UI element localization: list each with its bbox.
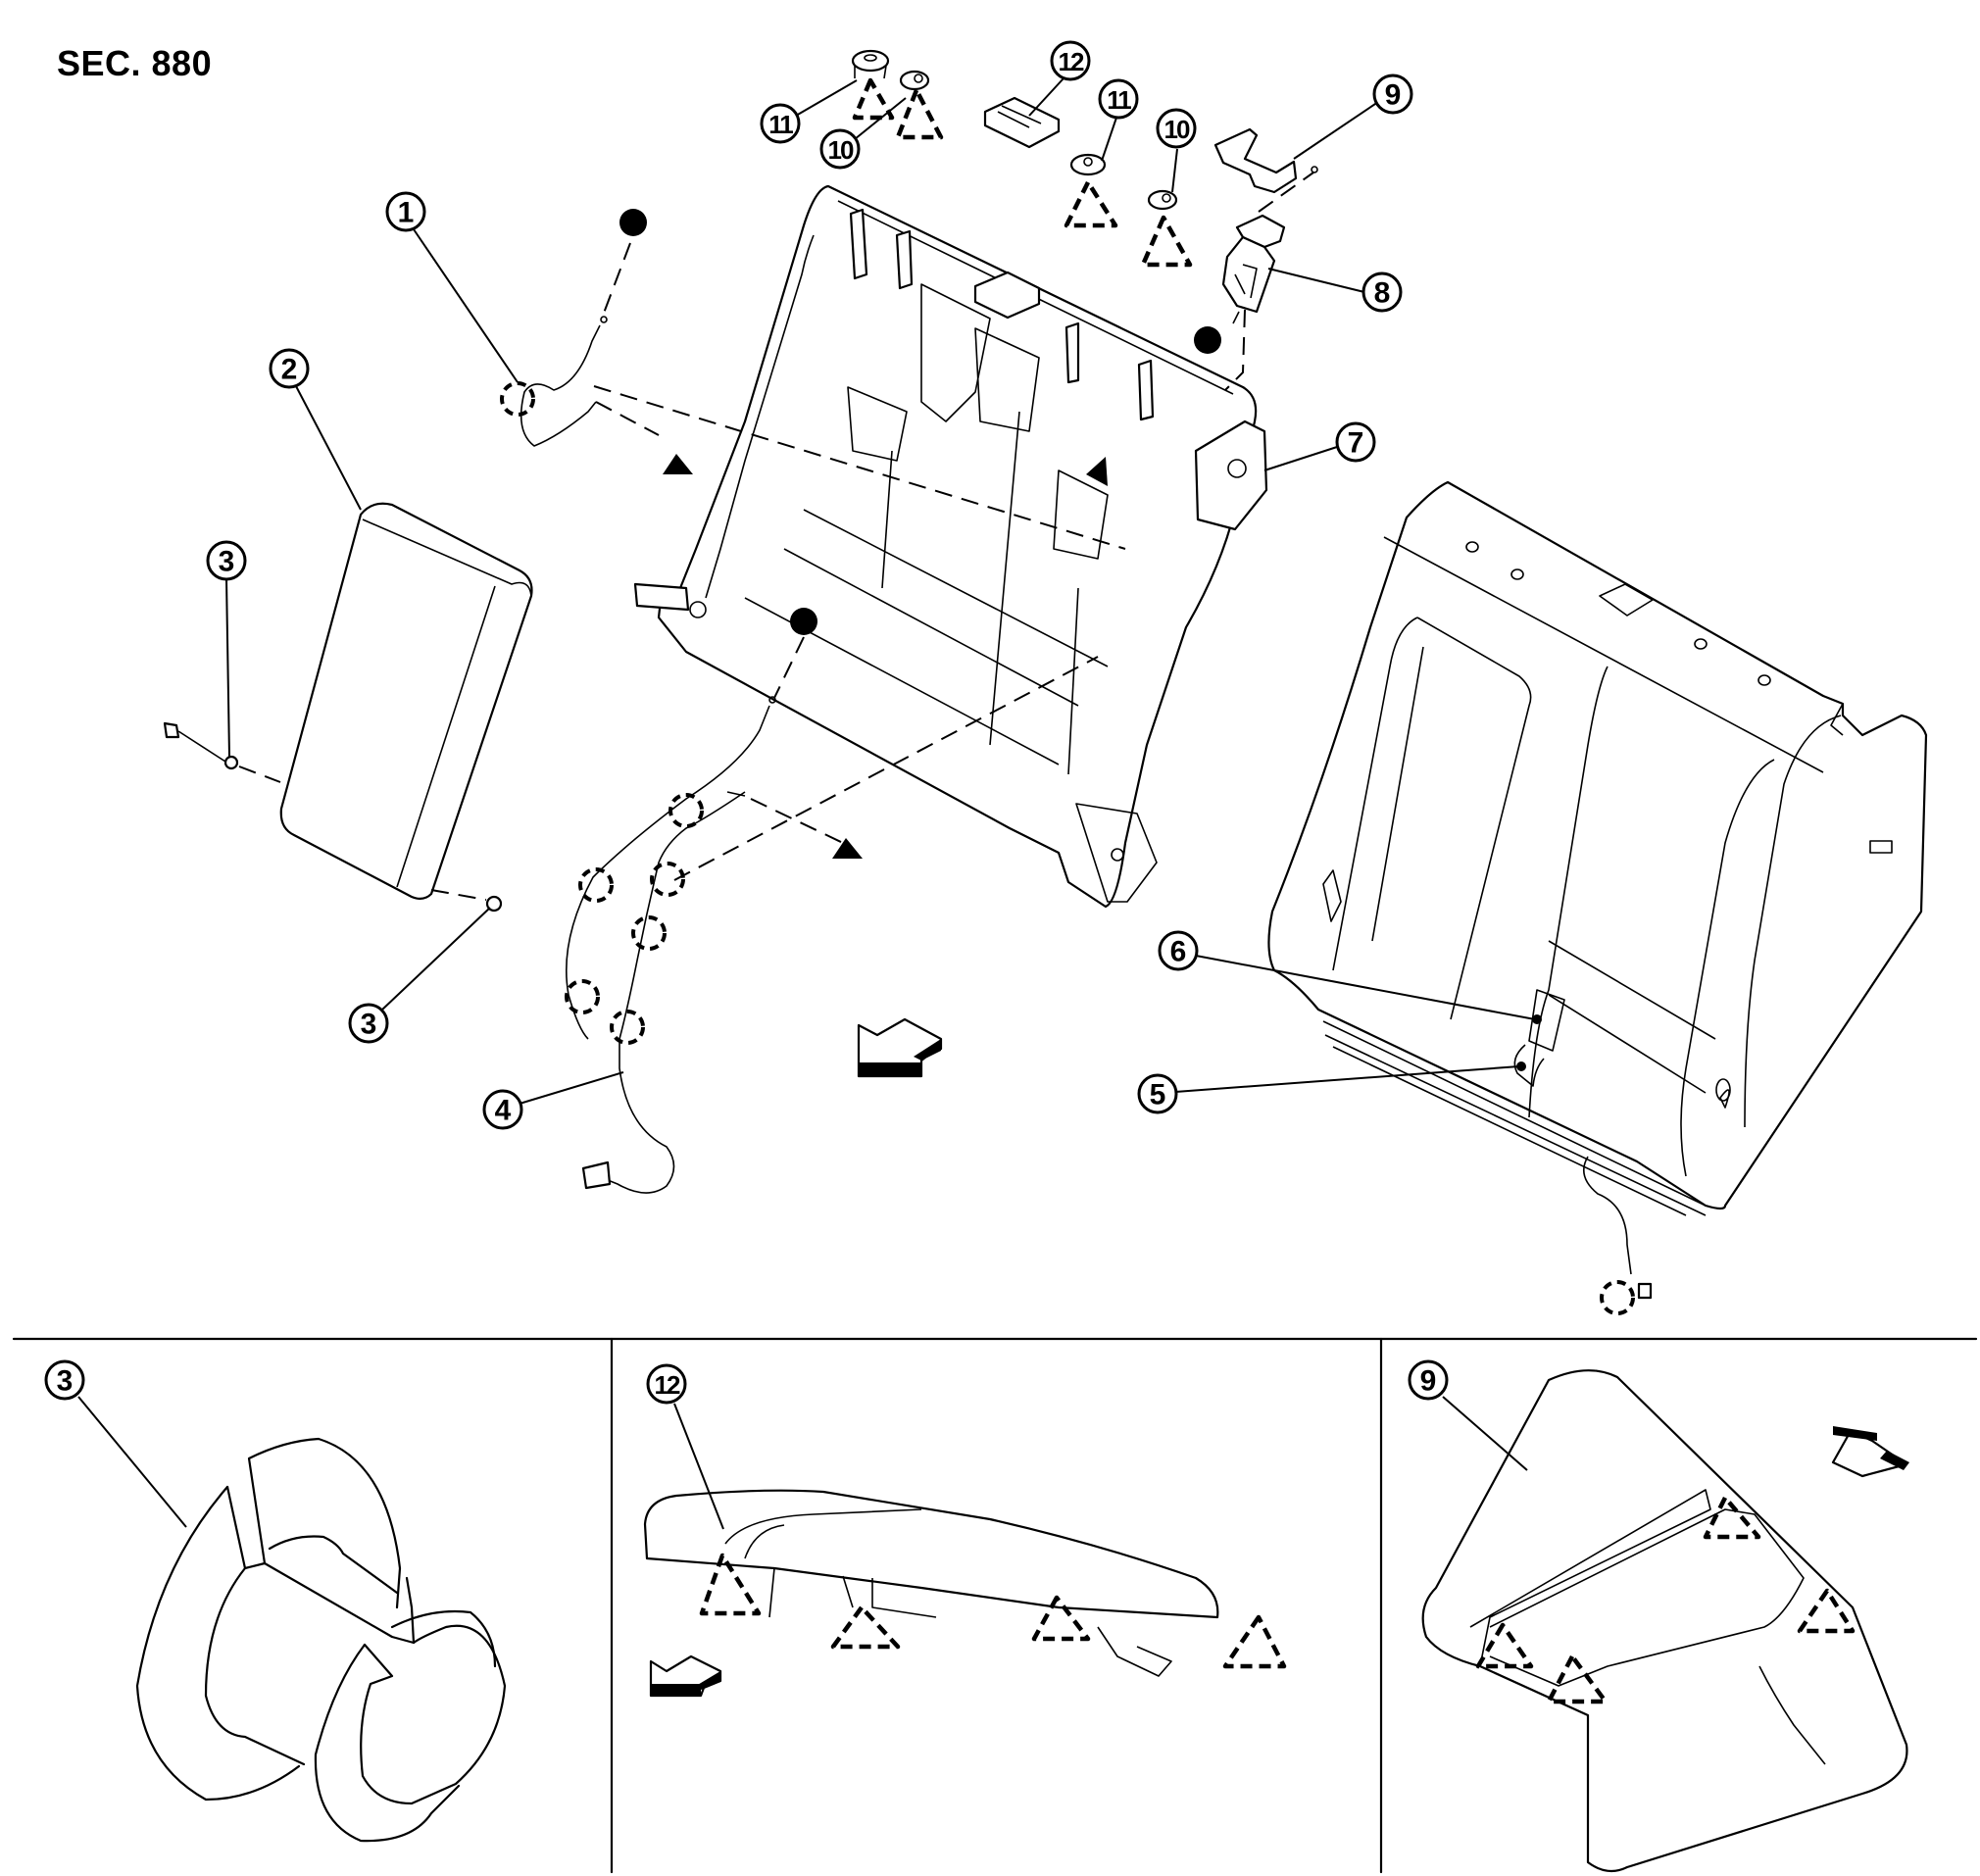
clip-mark-icon: [578, 867, 614, 903]
panel-dividers: [12, 1337, 1978, 1874]
clip-10-left: [895, 70, 944, 140]
pawl-mark-icon: [1546, 1654, 1609, 1704]
holder-12-top: [983, 96, 1061, 149]
connection-mark-icon: [832, 838, 863, 859]
seatback-lock-8: [1221, 166, 1318, 391]
callout-3-lower: 3: [348, 1003, 389, 1044]
callout-detail-3: 3: [44, 1359, 85, 1401]
callout-5: 5: [1137, 1073, 1178, 1114]
finisher-9-top: [1213, 127, 1298, 194]
callout-label: 11: [768, 110, 793, 139]
harness-4: [565, 636, 1099, 1194]
clip-10-right: [1140, 189, 1193, 268]
callout-label: 7: [1348, 427, 1364, 460]
grommet-3-upper: [163, 721, 281, 783]
seatback-pad: [1267, 480, 1928, 1315]
clip-11-right: [1064, 153, 1118, 228]
lock-release-cable-1: [500, 242, 1126, 550]
bolt-mark-icon: [790, 608, 817, 635]
detail-grommet-3: [135, 1437, 507, 1843]
pawl-mark-icon: [1703, 1495, 1761, 1540]
callout-label: 3: [57, 1365, 74, 1398]
pawl-mark-icon: [699, 1553, 762, 1616]
callout-11-right: 11: [1098, 78, 1139, 120]
grommet-3-lower: [430, 889, 503, 913]
clip-mark-icon: [500, 381, 535, 417]
callout-8: 8: [1361, 272, 1403, 313]
connection-mark-icon: [663, 454, 693, 474]
callout-label: 9: [1385, 79, 1402, 112]
pawl-mark-icon: [1140, 215, 1193, 268]
callout-label: 3: [219, 546, 235, 578]
section-title: SEC. 880: [57, 43, 213, 83]
connection-mark-icon: [1086, 457, 1108, 486]
callout-label: 1: [398, 197, 415, 229]
callout-10-right: 10: [1156, 108, 1197, 149]
detail-finisher-9: [1421, 1369, 1909, 1873]
front-direction-arrow-icon: [649, 1654, 722, 1698]
pawl-mark-icon: [852, 77, 895, 121]
pawl-mark-icon: [895, 87, 944, 140]
callout-12-top: 12: [1050, 40, 1091, 81]
callout-7: 7: [1335, 421, 1376, 463]
callout-2: 2: [269, 348, 310, 389]
callout-label: 10: [1164, 115, 1190, 144]
callout-1: 1: [385, 191, 426, 232]
bolt-mark-icon: [619, 209, 647, 236]
callout-10-left: 10: [819, 128, 861, 170]
pawl-mark-icon: [1475, 1622, 1534, 1669]
callout-3-upper: 3: [206, 540, 247, 581]
callout-label: 6: [1170, 936, 1187, 968]
callout-9-top: 9: [1372, 74, 1413, 115]
leader-lines: [77, 77, 1536, 1530]
callout-11-left: 11: [760, 103, 801, 144]
pawl-mark-icon: [1031, 1595, 1091, 1642]
detail-holder-12: [643, 1489, 1287, 1698]
callout-label: 8: [1374, 277, 1391, 310]
callout-label: 9: [1420, 1365, 1437, 1398]
callout-label: 12: [1059, 47, 1084, 76]
bolt-mark-icon: [1194, 326, 1221, 354]
pawl-mark-icon: [1797, 1588, 1856, 1634]
callout-detail-12: 12: [646, 1363, 687, 1405]
front-direction-arrow-icon: [1831, 1426, 1909, 1478]
front-direction-arrow-icon: [857, 1017, 943, 1078]
callout-label: 5: [1150, 1079, 1166, 1111]
callout-6: 6: [1158, 930, 1199, 971]
seatback-frame-7: [633, 184, 1268, 909]
callout-label: 11: [1107, 85, 1131, 115]
callout-label: 2: [281, 354, 298, 386]
pawl-mark-icon: [1222, 1614, 1287, 1669]
seatback-board-2: [279, 502, 533, 901]
pawl-mark-icon: [830, 1604, 901, 1650]
callout-4: 4: [482, 1089, 523, 1130]
callout-detail-9: 9: [1408, 1359, 1449, 1401]
clip-11-left: [851, 49, 895, 121]
clip-mark-icon: [565, 979, 600, 1014]
clip-mark-icon: [650, 862, 685, 897]
callout-label: 10: [828, 135, 854, 165]
callout-label: 12: [655, 1370, 680, 1400]
clip-mark-icon: [631, 915, 667, 951]
clip-mark-icon: [610, 1010, 645, 1045]
clip-mark-icon: [1600, 1280, 1635, 1315]
callout-label: 3: [361, 1009, 377, 1041]
pawl-mark-icon: [1064, 179, 1118, 228]
clip-mark-icon: [668, 793, 704, 828]
callout-label: 4: [495, 1095, 512, 1127]
